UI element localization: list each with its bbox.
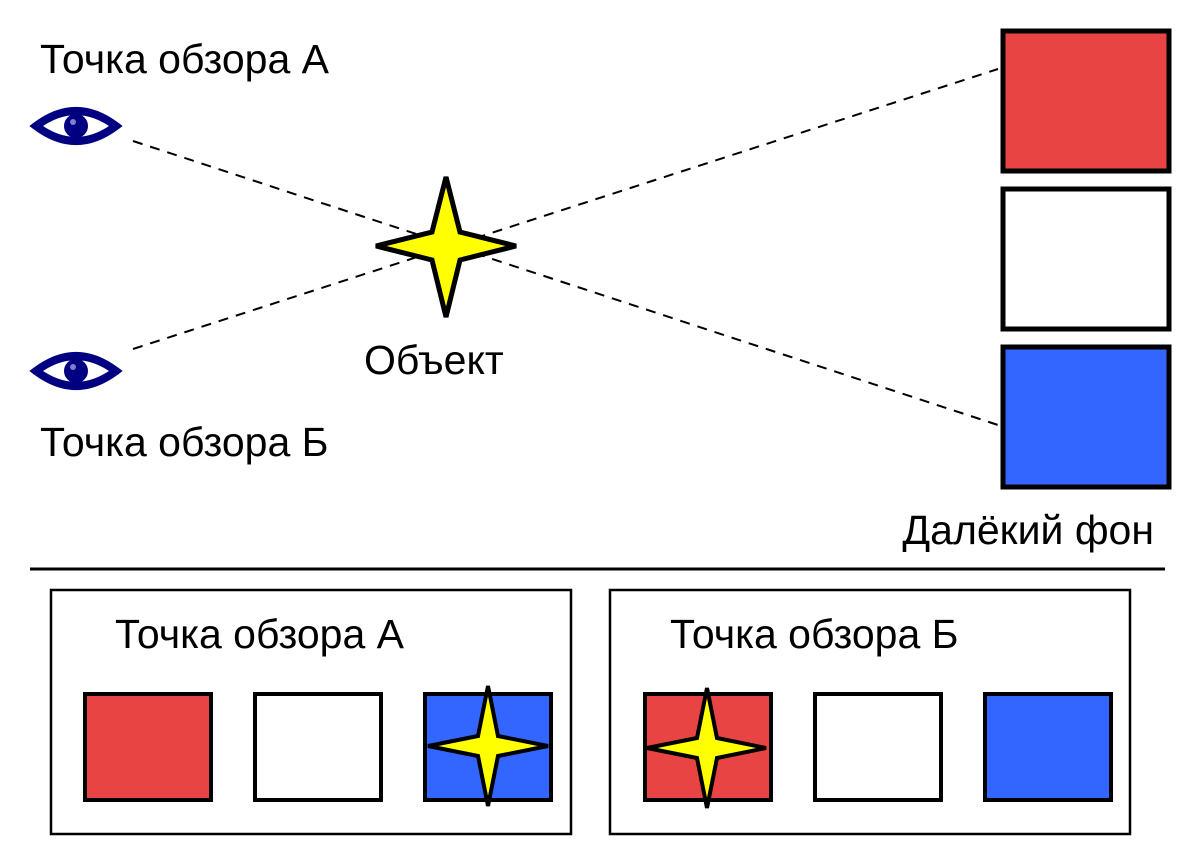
panel-square-white <box>253 692 383 802</box>
star-icon <box>646 687 767 809</box>
panel-title: Точка обзора Б <box>670 611 959 657</box>
object-label: Объект <box>364 337 504 383</box>
background-square-white <box>1000 186 1172 332</box>
sight-line-b <box>132 68 999 350</box>
viewpoint-b-label: Точка обзора Б <box>40 419 329 465</box>
eye-icon <box>29 352 123 390</box>
sight-line-a <box>132 140 999 426</box>
panel-square-white <box>813 692 943 802</box>
star-icon <box>427 685 549 807</box>
panel-frame <box>49 588 573 836</box>
panel-viewpoint-b: Точка обзора Б <box>608 588 1132 836</box>
panel-square-blue <box>983 692 1113 802</box>
panel-frame <box>608 588 1132 836</box>
panel-viewpoint-a: Точка обзора A <box>49 588 573 836</box>
background-square-blue <box>1000 344 1172 490</box>
viewpoint-a-label: Точка обзора A <box>40 36 330 82</box>
eye-icon <box>29 107 123 145</box>
background-label: Далёкий фон <box>902 507 1154 553</box>
background-square-red <box>1000 28 1172 174</box>
star-icon <box>375 176 517 318</box>
panel-title: Точка обзора A <box>115 611 405 657</box>
panel-square-red <box>83 692 213 802</box>
